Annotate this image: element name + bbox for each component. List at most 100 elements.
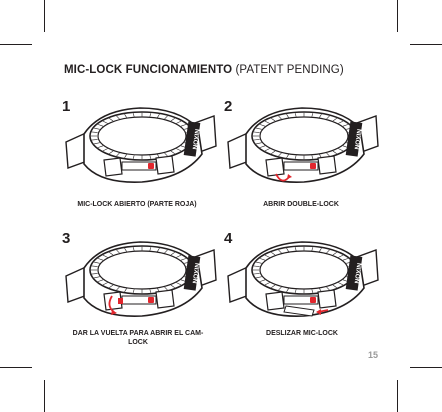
bezel-tick (102, 148, 108, 152)
bezel-tick (311, 155, 314, 159)
bezel-tick (109, 150, 114, 155)
bezel-tick (326, 286, 330, 291)
bezel-tick (116, 152, 120, 157)
bezel-tick (311, 247, 314, 251)
bezel-tick (264, 148, 270, 152)
bezel-tick (164, 115, 168, 120)
bezel-tick (176, 148, 182, 152)
watch-illustration-2: NIXON (227, 107, 379, 183)
bezel-tick (176, 282, 182, 286)
mic-lock-red-part (310, 297, 316, 303)
watch-crystal (259, 116, 349, 156)
bezel-tick (94, 261, 100, 264)
bezel-tick (132, 155, 135, 159)
bezel-tick (116, 115, 120, 120)
bezel-tick (102, 254, 108, 258)
crop-mark (410, 367, 442, 368)
bezel-tick (180, 124, 187, 127)
mic-lock-red-part (148, 297, 154, 303)
bezel-tick (109, 251, 114, 256)
bezel-tick (149, 155, 152, 159)
bezel-tick (294, 289, 297, 293)
bezel-tick (170, 284, 175, 289)
crop-mark (0, 44, 32, 45)
brand-plate (345, 255, 363, 291)
bezel-tick (286, 248, 289, 252)
bezel-tick (132, 247, 135, 251)
step-number-2: 2 (224, 98, 233, 115)
bezel-tick (157, 248, 160, 252)
bezel-tick (286, 114, 289, 118)
bezel-tick (94, 142, 100, 145)
bezel-tick (97, 279, 104, 282)
mic-lock-red-part (310, 163, 316, 169)
bezel-tick (102, 120, 108, 124)
bezel-tick (180, 258, 187, 261)
bezel-tick (94, 127, 100, 130)
cam-lock-red-part (118, 298, 123, 304)
bezel-tick (116, 249, 120, 254)
brand-plate (345, 121, 363, 157)
bezel-tick (311, 113, 314, 117)
bezel-tick (294, 247, 297, 251)
bezel-tick (109, 117, 114, 122)
bezel-tick (259, 279, 266, 282)
bezel-tick (294, 155, 297, 159)
crop-mark (410, 44, 442, 45)
bezel-tick (91, 139, 98, 141)
bezel-tick (132, 289, 135, 293)
bezel-tick (326, 152, 330, 157)
bezel-tick (332, 251, 337, 256)
bezel-tick (332, 284, 337, 289)
bezel-tick (264, 120, 270, 124)
bezel-tick (176, 120, 182, 124)
watch-crystal (97, 116, 187, 156)
bezel-tick (116, 286, 120, 291)
bezel-tick (164, 152, 168, 157)
bezel-tick (124, 154, 127, 158)
title-subtitle: (PATENT PENDING) (235, 64, 344, 76)
bezel-tick (264, 254, 270, 258)
brand-plate (183, 255, 201, 291)
bezel-tick (170, 251, 175, 256)
step-caption-3: DAR LA VUELTA PARA ABRIR EL CAM-LOCK (72, 330, 204, 346)
bezel-tick (124, 114, 127, 118)
bezel-tick (157, 114, 160, 118)
bezel-tick (264, 282, 270, 286)
step-caption-1: MIC-LOCK ABIERTO (PARTE ROJA) (77, 201, 197, 208)
bezel-tick (176, 254, 182, 258)
lug-left (265, 157, 285, 177)
bezel-tick (256, 142, 262, 145)
bezel-tick (311, 289, 314, 293)
bezel-tick (91, 265, 98, 267)
brand-text: NIXON (191, 129, 201, 151)
bezel-tick (271, 284, 276, 289)
watch-crystal (97, 250, 187, 290)
bezel-tick (259, 258, 266, 261)
bezel-tick (253, 273, 260, 275)
bezel-tick (97, 145, 104, 148)
bezel-tick (253, 265, 260, 267)
brand-plate (183, 121, 201, 157)
bezel-tick (97, 124, 104, 127)
watch-illustration-1: NIXON (65, 107, 217, 183)
lug-right (155, 155, 175, 175)
brand-text: NIXON (353, 129, 363, 151)
arrow-head (316, 309, 321, 315)
bezel-tick (124, 288, 127, 292)
crop-mark (44, 0, 45, 32)
lug-right (317, 155, 337, 175)
mic-lock-bar (283, 161, 319, 171)
bezel-tick (286, 154, 289, 158)
arrow-head (111, 310, 117, 315)
bezel-tick (164, 286, 168, 291)
bezel-tick (338, 254, 344, 258)
bezel-tick (338, 282, 344, 286)
bezel-tick (294, 113, 297, 117)
mic-lock-red-part (148, 163, 154, 169)
bezel-tick (132, 113, 135, 117)
mic-lock-bar (121, 161, 157, 171)
bezel-tick (170, 117, 175, 122)
bezel-tick (256, 276, 262, 279)
watch-crystal (259, 250, 349, 290)
